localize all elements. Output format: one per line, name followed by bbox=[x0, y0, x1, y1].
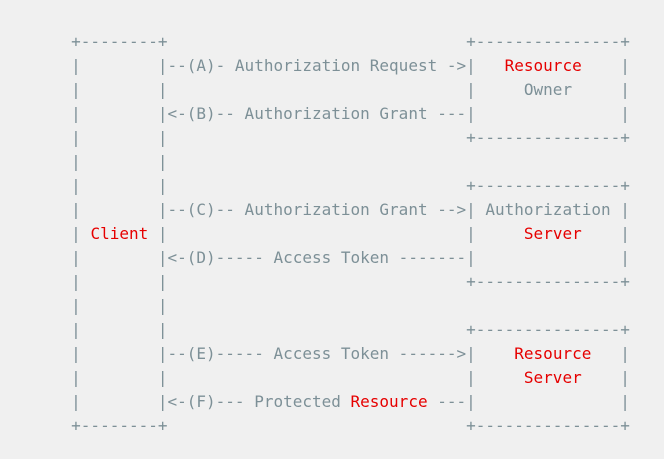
diagram-highlight-text: Resource bbox=[350, 392, 428, 411]
diagram-text: | | | bbox=[23, 368, 524, 387]
diagram-text: ---| | bbox=[427, 392, 630, 411]
diagram-text: | | +---------------+ bbox=[23, 272, 630, 291]
diagram-highlight-text: Resource bbox=[504, 56, 582, 75]
diagram-text: | | bbox=[23, 296, 168, 315]
diagram-text: | bbox=[581, 224, 630, 243]
diagram-highlight-text: Client bbox=[90, 224, 149, 243]
diagram-text: +--------+ +---------------+ bbox=[23, 416, 630, 435]
diagram-text: | bbox=[581, 56, 630, 75]
diagram-text: | | bbox=[148, 224, 524, 243]
diagram-highlight-text: Resource bbox=[514, 344, 592, 363]
diagram-text: | |<-(D)----- Access Token -------| | bbox=[23, 248, 630, 267]
diagram-highlight-text: Server bbox=[523, 368, 582, 387]
diagram-text: | | | Owner | bbox=[23, 80, 630, 99]
diagram-text: +--------+ +---------------+ bbox=[23, 32, 630, 51]
diagram-text: | |<-(F)--- Protected bbox=[23, 392, 351, 411]
diagram-highlight-text: Server bbox=[523, 224, 582, 243]
diagram-text: | |--(C)-- Authorization Grant -->| Auth… bbox=[23, 200, 630, 219]
diagram-text: | |<-(B)-- Authorization Grant ---| | bbox=[23, 104, 630, 123]
diagram-text: | | bbox=[23, 152, 168, 171]
ascii-diagram: +--------+ +---------------+ | |--(A)- A… bbox=[23, 30, 630, 438]
diagram-text: | bbox=[591, 344, 630, 363]
diagram-text: | |--(A)- Authorization Request ->| bbox=[23, 56, 505, 75]
diagram-text: | bbox=[23, 224, 91, 243]
diagram-text: | | +---------------+ bbox=[23, 128, 630, 147]
diagram-text: | | +---------------+ bbox=[23, 320, 630, 339]
diagram-text: | |--(E)----- Access Token ------>| bbox=[23, 344, 515, 363]
diagram-text: | bbox=[581, 368, 630, 387]
diagram-text: | | +---------------+ bbox=[23, 176, 630, 195]
